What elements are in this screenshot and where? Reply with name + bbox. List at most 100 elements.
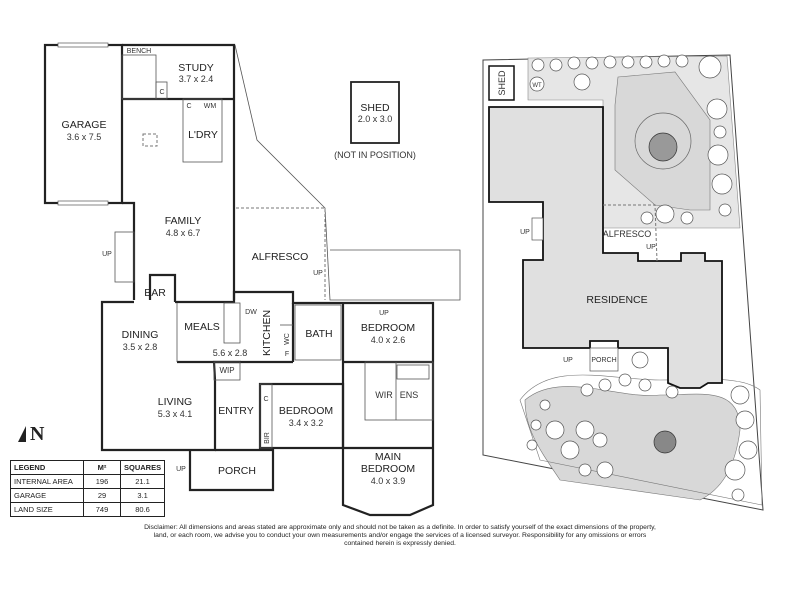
- legend-header: LEGEND: [10, 460, 84, 475]
- site-porch-label: PORCH: [591, 357, 616, 364]
- room-label-laundry: L'DRY: [188, 129, 218, 141]
- alfresco-roof-line: [603, 204, 658, 262]
- room-label-kitchen: KITCHEN: [261, 310, 273, 356]
- laundry-walls: [182, 98, 223, 163]
- room-label-meals: MEALS: [184, 321, 220, 333]
- legend-header-row: LEGEND M² SQUARES: [10, 460, 166, 475]
- wip-walls: [213, 361, 241, 381]
- site-alfresco-label: ALFRESCO: [603, 229, 652, 239]
- label-wc: WC: [284, 333, 291, 345]
- residence-footprint: [488, 106, 723, 389]
- family-steps: [114, 231, 135, 283]
- room-label-main-bedroom: BEDROOM: [361, 463, 415, 475]
- label-cupboard: C: [159, 89, 164, 96]
- room-dim-dining: 3.5 x 2.8: [123, 342, 158, 352]
- legend-squares: 21.1: [119, 474, 166, 489]
- room-dim-study: 3.7 x 2.4: [179, 74, 214, 84]
- up-label: UP: [176, 466, 186, 473]
- label-wm: WM: [204, 103, 217, 110]
- bir-cupboard: [259, 383, 273, 449]
- room-label-family: FAMILY: [165, 215, 202, 227]
- bathtub: [396, 364, 430, 380]
- residence-label: RESIDENCE: [586, 294, 647, 306]
- label-fridge: F: [285, 351, 289, 358]
- porch-outline: [589, 347, 619, 372]
- label-cupboard: C: [186, 103, 191, 110]
- label-dw: DW: [245, 309, 257, 316]
- room-label-living: LIVING: [158, 396, 192, 408]
- garage-door-rear: [57, 200, 109, 206]
- legend-squares: 80.6: [119, 502, 166, 517]
- room-label-entry: ENTRY: [218, 405, 253, 417]
- bar-counter: [148, 273, 177, 302]
- disclaimer: Disclaimer: All dimensions and areas sta…: [144, 524, 656, 547]
- legend-label: GARAGE: [10, 488, 84, 503]
- water-tank-icon: [529, 76, 545, 92]
- legend-m2: 749: [83, 502, 121, 517]
- label-bir: BIR: [264, 432, 271, 444]
- room-dim-garage: 3.6 x 7.5: [67, 132, 102, 142]
- shed-outline: [488, 65, 515, 101]
- label-wir: WIR: [375, 390, 393, 400]
- legend-row: LAND SIZE 749 80.6: [10, 502, 166, 517]
- room-label-alfresco: ALFRESCO: [252, 251, 309, 263]
- label-cupboard: C: [263, 396, 268, 403]
- living-walls: [100, 300, 241, 452]
- label-wip: WIP: [219, 366, 234, 375]
- room-label-porch: PORCH: [218, 465, 256, 477]
- garage-door: [57, 42, 109, 48]
- legend-squares: 3.1: [119, 488, 166, 503]
- porch-walls: [188, 448, 275, 492]
- room-dim-main-bedroom: 4.0 x 3.9: [371, 476, 406, 486]
- room-label-bedroom: BEDROOM: [361, 322, 415, 334]
- ensuite-wir: [364, 361, 434, 421]
- legend-m2: 29: [83, 488, 121, 503]
- room-label-dining: DINING: [122, 329, 159, 341]
- shed-dim: 2.0 x 3.0: [358, 114, 393, 124]
- family-west-wall: [122, 201, 136, 300]
- floor-plan: GARAGE 3.6 x 7.5 STUDY 3.7 x 2.4 BENCH C…: [18, 42, 461, 517]
- up-label: UP: [520, 229, 530, 236]
- legend-header-m2: M²: [83, 460, 121, 475]
- bench-stairs: [121, 54, 157, 100]
- skylight: [142, 133, 158, 147]
- room-dim-bedroom: 3.4 x 3.2: [289, 418, 324, 428]
- room-label-garage: GARAGE: [62, 119, 107, 131]
- water-tank-label: WT: [532, 83, 542, 89]
- bath-tiles: [294, 304, 342, 361]
- alfresco-boundary: [234, 44, 461, 301]
- lawn-south: [524, 386, 741, 501]
- room-label-study: STUDY: [178, 62, 214, 74]
- site-plan: SHED WT ALFRESCO RESIDENCE PORCH UP UP U…: [482, 54, 764, 511]
- island-bench: [223, 302, 241, 344]
- shed-label: SHED: [360, 102, 390, 114]
- room-dim-meals: 5.6 x 2.8: [213, 348, 248, 358]
- room-label-bar: BAR: [144, 287, 166, 299]
- room-label-bath: BATH: [305, 328, 332, 340]
- compass-north: N: [30, 423, 45, 445]
- north-arrow-icon: [18, 426, 26, 442]
- site-shed-label: SHED: [497, 70, 507, 96]
- legend-label: LAND SIZE: [10, 502, 84, 517]
- up-label: UP: [313, 270, 323, 277]
- room-label-bedroom: BEDROOM: [279, 405, 333, 417]
- family-east-wall: [122, 43, 236, 300]
- legend-row: GARAGE 29 3.1: [10, 488, 166, 503]
- up-label: UP: [379, 310, 389, 317]
- legend-m2: 196: [83, 474, 121, 489]
- room-dim-bedroom: 4.0 x 2.6: [371, 335, 406, 345]
- legend-label: INTERNAL AREA: [10, 474, 84, 489]
- cupboard: [155, 81, 168, 100]
- shed-note: (NOT IN POSITION): [334, 150, 416, 160]
- up-label: UP: [563, 357, 573, 364]
- garden-bed-south: [519, 374, 763, 506]
- room-dim-family: 4.8 x 6.7: [166, 228, 201, 238]
- room-label-main-bedroom: MAIN: [375, 451, 401, 463]
- up-label: UP: [646, 244, 656, 251]
- room-dim-living: 5.3 x 4.1: [158, 409, 193, 419]
- up-label: UP: [102, 251, 112, 258]
- legend-table: LEGEND M² SQUARES INTERNAL AREA 196 21.1…: [10, 460, 166, 517]
- legend-row: INTERNAL AREA 196 21.1: [10, 474, 166, 489]
- label-ensuite: ENS: [400, 390, 419, 400]
